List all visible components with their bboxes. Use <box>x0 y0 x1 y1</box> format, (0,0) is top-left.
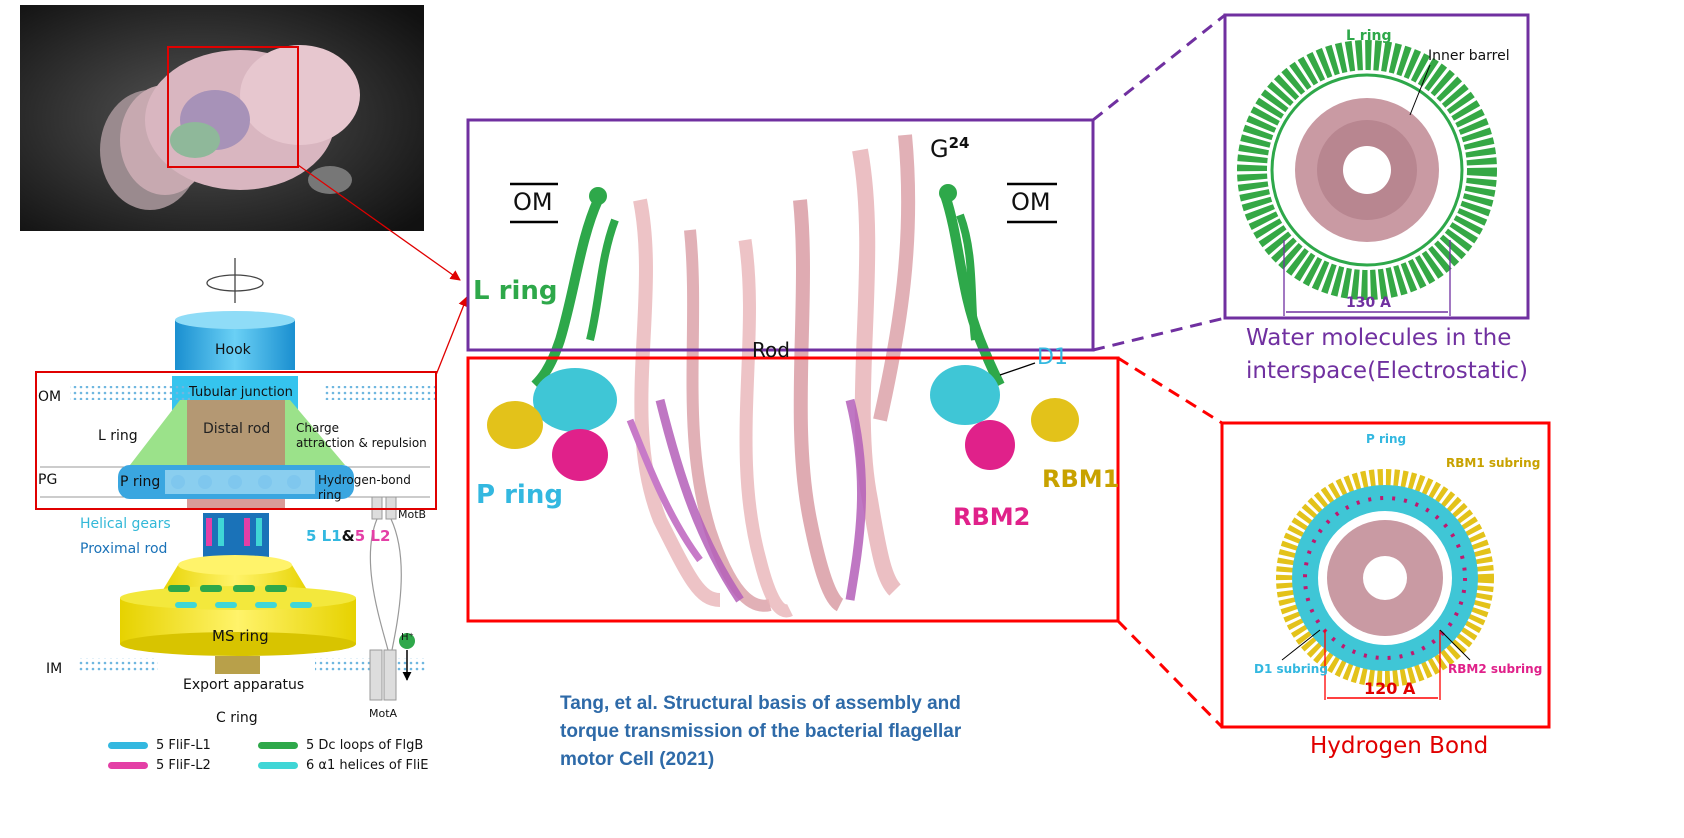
d1-label: D1 <box>1037 345 1068 370</box>
legend-item-fliF-l2: 5 FliF-L2 <box>156 758 211 773</box>
export-apparatus-label: Export apparatus <box>183 677 305 693</box>
l1-text: 5 L1 <box>306 527 342 545</box>
charge-label: Charge <box>296 421 340 435</box>
om-label-left: OM <box>38 389 62 405</box>
om-label-center-right: OM <box>1011 188 1051 216</box>
rod-structure-model <box>487 134 1079 618</box>
l-ring-label-left: L ring <box>98 428 138 444</box>
citation-line-3: motor Cell (2021) <box>560 749 715 770</box>
rbm1-label: RBM1 <box>1042 465 1120 493</box>
citation-line-1: Tang, et al. Structural basis of assembl… <box>560 693 961 714</box>
dimension-130-label: 130 A <box>1346 295 1391 311</box>
red-connector-top <box>1117 356 1223 425</box>
proximal-rod-label: Proximal rod <box>80 541 168 557</box>
p-ring-top-view <box>1220 421 1551 729</box>
g24-sup: 24 <box>948 134 970 152</box>
p-ring-label-center: P ring <box>476 480 563 510</box>
distal-rod-label: Distal rod <box>203 421 271 437</box>
ms-ring-label: MS ring <box>212 627 269 645</box>
motor-schematic <box>35 258 437 769</box>
h-plus-label: H⁺ <box>401 632 414 643</box>
red-connector-bottom <box>1116 619 1224 729</box>
hook-label: Hook <box>215 342 251 358</box>
l-ring-top-view <box>1223 13 1530 320</box>
zoom-arrow-schematic <box>435 296 469 376</box>
helical-gears-label: Helical gears <box>80 516 171 532</box>
p-ring-label-left: P ring <box>120 474 161 490</box>
l2-text: 5 L2 <box>354 527 391 545</box>
om-label-center-left: OM <box>513 188 553 216</box>
legend-item-fliE: 6 α1 helices of FliE <box>306 758 429 773</box>
hydrogen-bond-caption: Hydrogen Bond <box>1310 733 1489 759</box>
rod-label: Rod <box>752 338 790 362</box>
mota-label: MotA <box>369 707 398 720</box>
water-caption-1: Water molecules in the <box>1246 325 1512 351</box>
rbm1-subring-label: RBM1 subring <box>1446 456 1541 470</box>
rbm2-subring-label: RBM2 subring <box>1448 662 1543 676</box>
g24-label: G24 <box>930 134 969 163</box>
pg-label: PG <box>38 472 58 488</box>
citation-line-2: torque transmission of the bacterial fla… <box>560 721 962 742</box>
dimension-120-label: 120 A <box>1364 679 1416 698</box>
hbond-label-2: ring <box>318 488 342 502</box>
amp-text: & <box>341 527 355 545</box>
p-ring-label-bottom-right: P ring <box>1366 432 1407 446</box>
l1-label: 5 L1&5 L2 <box>306 527 390 545</box>
c-ring-label: C ring <box>216 710 258 726</box>
l-ring-label-center: L ring <box>473 276 558 306</box>
purple-connector-top <box>1092 13 1226 122</box>
l-ring-box <box>466 118 1095 352</box>
im-label: IM <box>46 661 63 677</box>
purple-connector-bottom <box>1092 316 1226 352</box>
l-ring-label-top-right: L ring <box>1346 28 1392 44</box>
legend-item-dc-loops: 5 Dc loops of FlgB <box>306 738 424 753</box>
rbm2-label: RBM2 <box>953 503 1031 531</box>
zoom-arrow-photo <box>297 164 461 281</box>
legend-item-fliF-l1: 5 FliF-L1 <box>156 738 211 753</box>
hbond-label: Hydrogen-bond <box>318 473 411 487</box>
inner-barrel-label: Inner barrel <box>1428 48 1510 64</box>
motb-label: MotB <box>398 508 427 521</box>
p-ring-box <box>466 356 1120 623</box>
g24-text: G <box>930 135 949 163</box>
charge-label-2: attraction & repulsion <box>296 436 427 450</box>
water-caption-2: interspace(Electrostatic) <box>1246 358 1528 384</box>
tubular-junction-label: Tubular junction <box>189 385 293 400</box>
motor-render-photo <box>20 5 424 231</box>
d1-subring-label: D1 subring <box>1254 662 1328 676</box>
